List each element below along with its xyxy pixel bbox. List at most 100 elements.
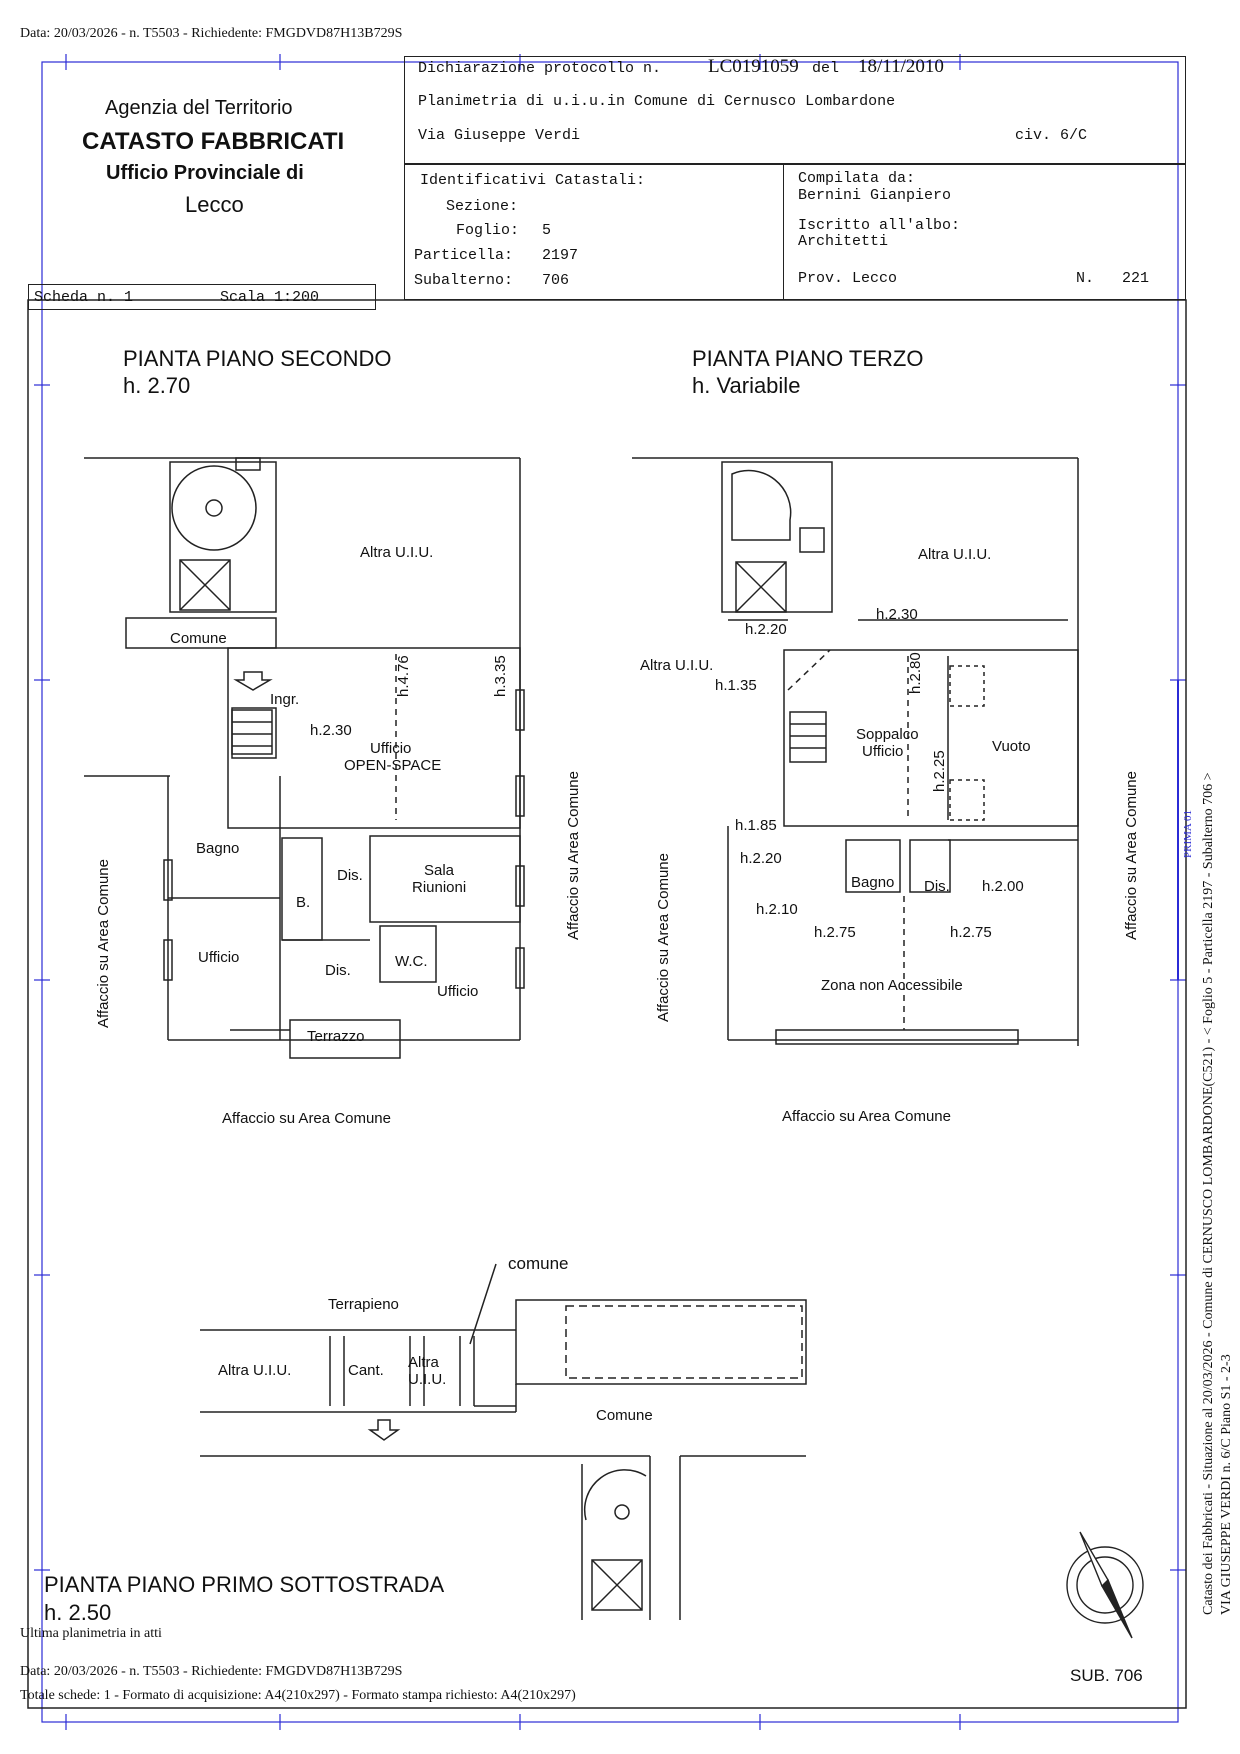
footer-ultima: Ultima planimetria in atti	[20, 1626, 162, 1641]
albo-n-label: N.	[1076, 270, 1095, 287]
identifiers-title: Identificativi Catastali:	[420, 172, 646, 189]
second-floor-height: h. 2.70	[123, 373, 191, 398]
tf-h210: h.2.10	[756, 901, 798, 918]
bs-altra1: Altra	[408, 1354, 440, 1371]
tf-altra-uiu-top: Altra U.I.U.	[918, 546, 991, 563]
third-floor-height: h. Variabile	[692, 373, 801, 398]
catasto-fabbricati: CATASTO FABBRICATI	[82, 128, 345, 155]
protocol-number: LC0191059	[708, 56, 799, 77]
second-floor-title: PIANTA PIANO SECONDO	[123, 346, 392, 371]
tf-h220-b: h.2.20	[740, 850, 782, 867]
basement-floor-title: PIANTA PIANO PRIMO SOTTOSTRADA	[44, 1572, 445, 1597]
tf-soppalco: Soppalco	[856, 726, 919, 743]
bs-cant: Cant.	[348, 1362, 384, 1379]
sf-ufficio-right: Ufficio	[437, 983, 478, 1000]
street-address: Via Giuseppe Verdi	[418, 127, 581, 144]
sezione-label: Sezione:	[446, 198, 519, 215]
scheda-label: Scheda n. 1	[34, 289, 134, 306]
tf-h275-a: h.2.75	[814, 924, 856, 941]
subalterno-value: 706	[542, 272, 570, 289]
sf-comune: Comune	[170, 630, 227, 647]
bs-comune-mid: Comune	[596, 1407, 653, 1424]
tf-ufficio: Ufficio	[862, 743, 903, 760]
header-request-line: Data: 20/03/2026 - n. T5503 - Richiedent…	[20, 26, 403, 41]
bs-comune-top: comune	[508, 1254, 568, 1273]
sf-h335: h.3.35	[492, 655, 509, 697]
compiler-name: Bernini Gianpiero	[798, 187, 952, 204]
sf-h476: h.4.76	[395, 655, 412, 697]
tf-dis: Dis.	[924, 878, 950, 895]
civic-number: civ. 6/C	[1015, 127, 1088, 144]
agency-name: Agenzia del Territorio	[105, 97, 293, 119]
sf-b: B.	[296, 894, 310, 911]
sf-dis2: Dis.	[325, 962, 351, 979]
footer-totale: Totale schede: 1 - Formato di acquisizio…	[20, 1688, 576, 1703]
particella-label: Particella:	[414, 247, 514, 264]
tf-h280: h.2.80	[907, 652, 924, 694]
sf-affaccio-right: Affaccio su Area Comune	[565, 771, 582, 940]
side-cadastral-line2: VIA GIUSEPPE VERDI n. 6/C Piano S1 - 2-3	[1219, 1354, 1234, 1615]
province-name: Lecco	[185, 192, 244, 217]
subalterno-label: Subalterno:	[414, 272, 514, 289]
sf-dis1: Dis.	[337, 867, 363, 884]
basement-floor-height: h. 2.50	[44, 1600, 112, 1625]
particella-value: 2197	[542, 247, 579, 264]
protocol-date-label: del	[812, 60, 840, 77]
sub-label: SUB. 706	[1070, 1666, 1143, 1685]
tf-affaccio-left: Affaccio su Area Comune	[655, 853, 672, 1022]
sf-ufficio-left: Ufficio	[198, 949, 239, 966]
bs-altra-uiu-left: Altra U.I.U.	[218, 1362, 291, 1379]
protocol-date: 18/11/2010	[858, 56, 944, 77]
tf-bagno: Bagno	[851, 874, 894, 891]
tf-altra-uiu-left: Altra U.I.U.	[640, 657, 713, 674]
sf-open-space: OPEN-SPACE	[344, 757, 441, 774]
prov-label: Prov. Lecco	[798, 270, 898, 287]
ufficio-provinciale: Ufficio Provinciale di	[106, 162, 304, 184]
tf-h225: h.2.25	[931, 750, 948, 792]
side-stamp: PRIMA 01	[1182, 810, 1194, 858]
protocol-label: Dichiarazione protocollo n.	[418, 60, 662, 77]
bs-terrapieno: Terrapieno	[328, 1296, 399, 1313]
footer-data-line: Data: 20/03/2026 - n. T5503 - Richiedent…	[20, 1664, 403, 1679]
sf-affaccio-bottom: Affaccio su Area Comune	[222, 1110, 391, 1127]
foglio-label: Foglio:	[456, 222, 520, 239]
tf-zona: Zona non Accessibile	[821, 977, 963, 994]
sf-bagno: Bagno	[196, 840, 239, 857]
sf-h230: h.2.30	[310, 722, 352, 739]
foglio-value: 5	[542, 222, 552, 239]
tf-h185: h.1.85	[735, 817, 777, 834]
tf-h220-a: h.2.20	[745, 621, 787, 638]
albo-n-value: 221	[1122, 270, 1150, 287]
compiler-label: Compilata da:	[798, 170, 916, 187]
tf-h200: h.2.00	[982, 878, 1024, 895]
tf-vuoto: Vuoto	[992, 738, 1031, 755]
sf-altra-uiu: Altra U.I.U.	[360, 544, 433, 561]
tf-affaccio-bottom: Affaccio su Area Comune	[782, 1108, 951, 1125]
declaration-box	[404, 56, 1186, 164]
sf-wc: W.C.	[395, 953, 428, 970]
tf-affaccio-right: Affaccio su Area Comune	[1123, 771, 1140, 940]
scheda-box	[28, 284, 376, 310]
tf-h275-b: h.2.75	[950, 924, 992, 941]
compiler-box	[783, 164, 1186, 300]
sf-ingr: Ingr.	[270, 691, 299, 708]
sf-terrazzo: Terrazzo	[307, 1028, 365, 1045]
sf-ufficio-open: Ufficio	[370, 740, 411, 757]
third-floor-title: PIANTA PIANO TERZO	[692, 346, 924, 371]
tf-h230: h.2.30	[876, 606, 918, 623]
albo-label: Iscritto all'albo:	[798, 217, 961, 234]
bs-altra2: U.I.U.	[408, 1371, 446, 1388]
scale-label: Scala 1:200	[220, 289, 320, 306]
side-cadastral-line1: Catasto dei Fabbricati - Situazione al 2…	[1201, 772, 1216, 1615]
albo-value: Architetti	[798, 233, 889, 250]
north-arrow-icon	[1066, 1531, 1144, 1639]
sf-sala: Sala	[424, 862, 455, 879]
tf-h135: h.1.35	[715, 677, 757, 694]
sf-affaccio-left: Affaccio su Area Comune	[95, 859, 112, 1028]
sf-riunioni: Riunioni	[412, 879, 466, 896]
plan-line: Planimetria di u.i.u.in Comune di Cernus…	[418, 93, 896, 110]
